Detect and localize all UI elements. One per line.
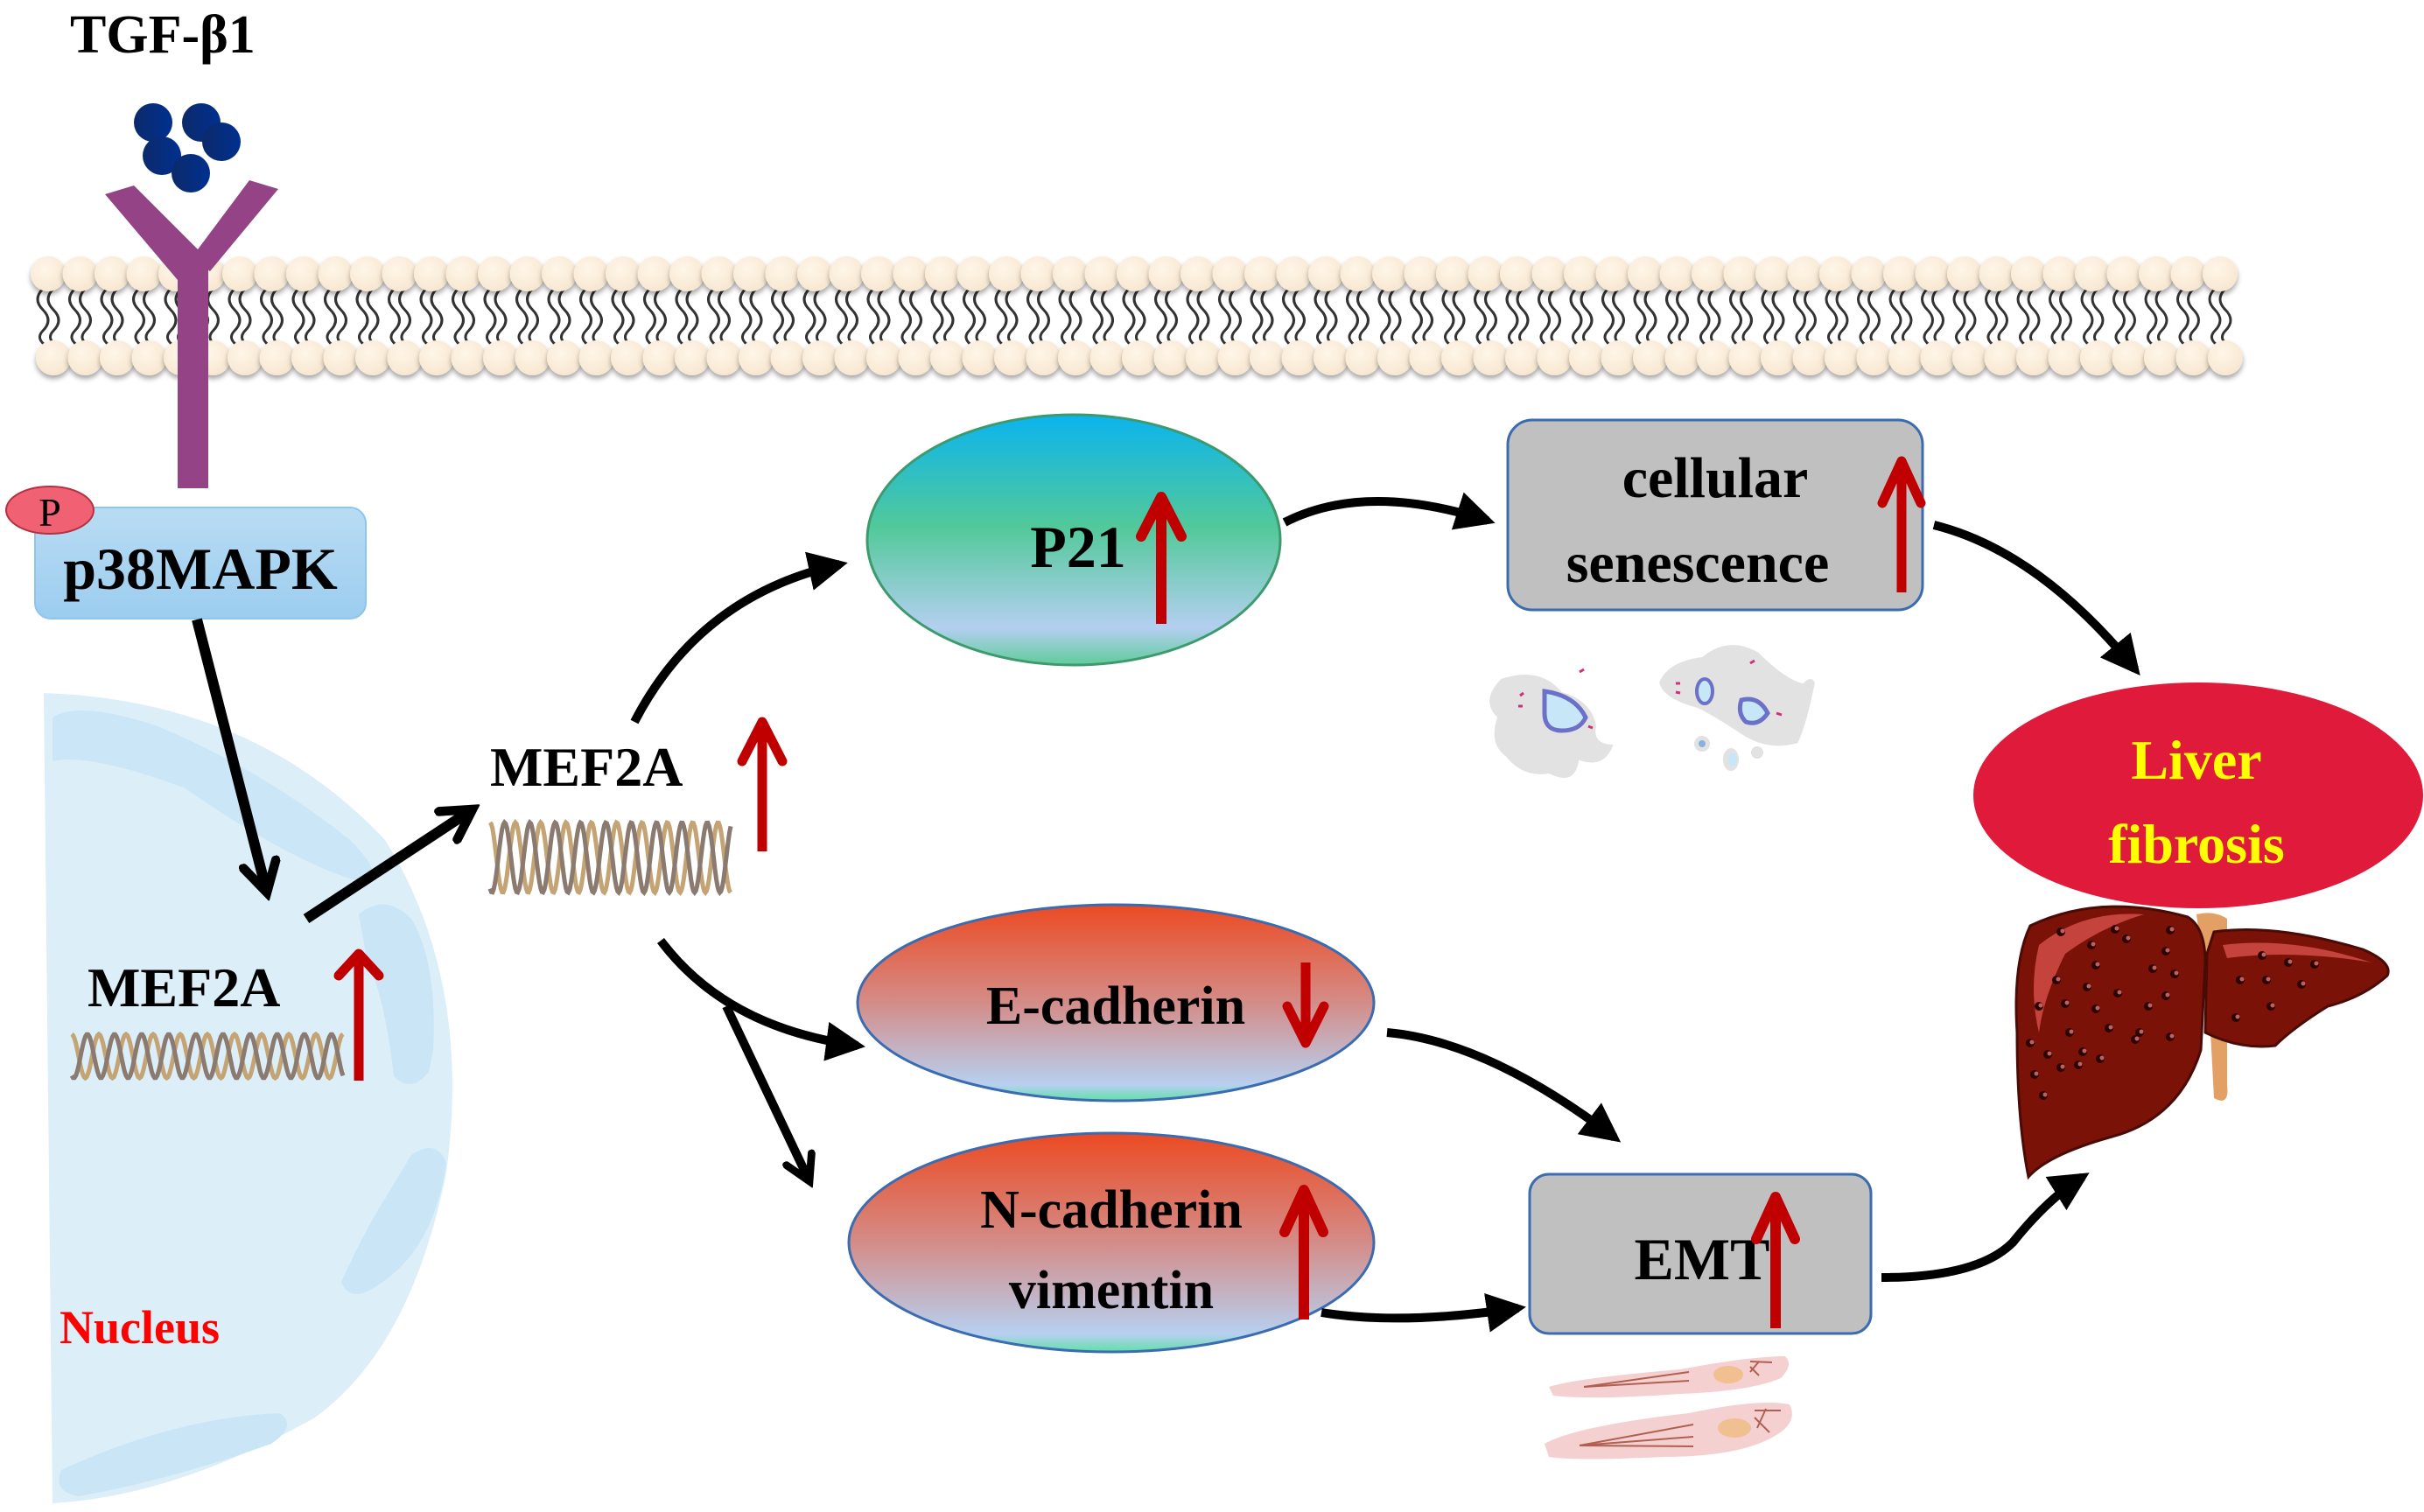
ligand-label: TGF-β1 xyxy=(70,5,256,65)
apoptotic-cell-icon xyxy=(1657,643,1818,773)
up-arrow-icon xyxy=(1136,492,1187,624)
down-arrow-icon xyxy=(1282,962,1329,1048)
up-arrow-icon xyxy=(1279,1185,1328,1320)
dna-helix-icon xyxy=(487,818,733,897)
arrow-mef2a-to-p21 xyxy=(630,551,848,724)
up-arrow-icon xyxy=(737,717,788,851)
arrow-p21-to-senescence xyxy=(1282,492,1496,530)
mesenchymal-cell-icon xyxy=(1549,1356,1789,1398)
receptor-icon xyxy=(105,180,278,488)
arrow-ncadherin-to-emt xyxy=(1321,1293,1526,1333)
p38mapk-label: p38MAPK xyxy=(63,536,338,602)
senescence-label-line2: senescence xyxy=(1566,531,1830,595)
arrow-p38-to-nuclear-mef2a xyxy=(192,618,267,892)
ligand-molecules-icon xyxy=(134,103,241,192)
p21-node: P21 xyxy=(865,413,1282,667)
ecadherin-node: E-cadherin xyxy=(856,903,1376,1102)
up-arrow-icon xyxy=(1877,456,1926,592)
fibrosis-label-line1: Liver xyxy=(2131,729,2261,791)
nucleus-label: Nucleus xyxy=(60,1301,220,1354)
senescence-node: cellular senescence xyxy=(1506,418,1926,612)
lipid-bilayer-icon xyxy=(31,256,2243,375)
arrow-emt-to-liver xyxy=(1881,1172,2090,1282)
emt-label: EMT xyxy=(1635,1226,1770,1292)
arrow-ecadherin-to-emt xyxy=(1386,1028,1622,1143)
dna-helix-icon xyxy=(69,1031,346,1082)
cytoplasm-mef2a-label: MEF2A xyxy=(490,736,683,798)
phospho-label: P xyxy=(39,490,61,535)
liver-fibrosis-node: Liver fibrosis xyxy=(1973,682,2423,908)
senescence-label-line1: cellular xyxy=(1622,446,1809,510)
ncadherin-label: N-cadherin xyxy=(980,1180,1243,1240)
nuclear-mef2a-label: MEF2A xyxy=(88,956,280,1018)
arrow-mef2a-to-ncadherin xyxy=(722,1004,809,1181)
up-arrow-icon xyxy=(333,948,384,1081)
ecadherin-label: E-cadherin xyxy=(986,976,1245,1036)
emt-node: EMT xyxy=(1528,1172,1873,1335)
ncadherin-vimentin-node: N-cadherin vimentin xyxy=(847,1131,1376,1354)
arrow-mef2a-to-ecadherin xyxy=(657,937,865,1061)
vimentin-label: vimentin xyxy=(1009,1261,1214,1320)
arrow-nuclear-to-cytoplasm-mef2a xyxy=(303,809,473,924)
arrow-senescence-to-fibrosis xyxy=(1932,521,2140,676)
p21-label: P21 xyxy=(1030,514,1126,580)
senescent-cell-icon xyxy=(1488,668,1616,780)
mesenchymal-cell-icon xyxy=(1545,1402,1792,1460)
p38mapk-node: P p38MAPK xyxy=(5,486,367,620)
fibrosis-label-line2: fibrosis xyxy=(2108,813,2285,875)
phospho-badge xyxy=(5,486,95,535)
liver-icon xyxy=(2014,905,2390,1180)
up-arrow-icon xyxy=(1751,1192,1800,1328)
